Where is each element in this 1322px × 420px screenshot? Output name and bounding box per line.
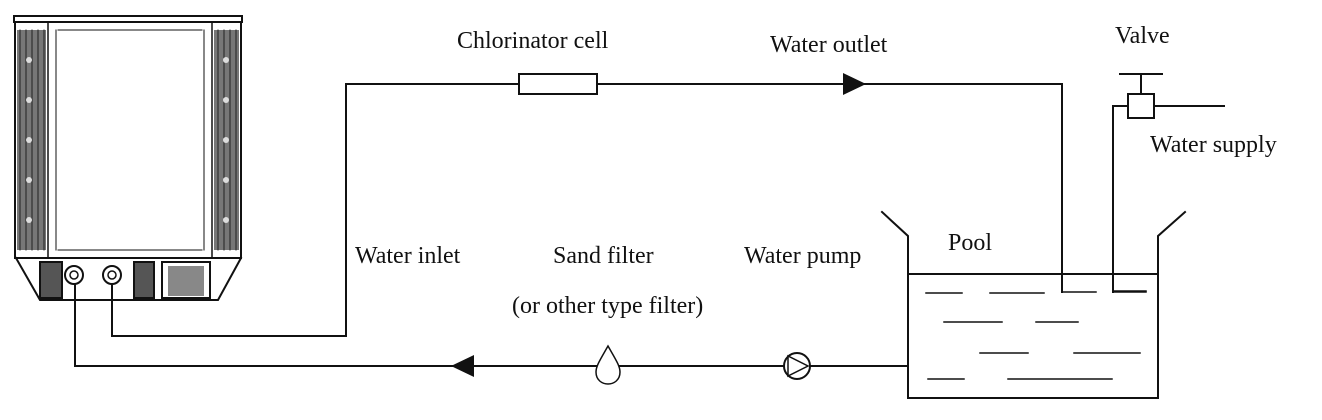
other-filter-label: (or other type filter) xyxy=(512,293,704,319)
heat-pump-unit xyxy=(13,15,243,301)
chlorinator-cell-icon xyxy=(518,73,598,95)
pool-tank-icon xyxy=(880,210,1187,399)
water-inlet-pipe xyxy=(74,283,909,367)
water-inlet-label: Water inlet xyxy=(355,243,461,269)
water-outlet-pipe xyxy=(111,83,1063,337)
water-pump-label: Water pump xyxy=(744,243,862,269)
flow-arrow-right-icon xyxy=(843,73,866,95)
water-pump-icon xyxy=(783,352,811,380)
sand-filter-icon xyxy=(595,344,621,385)
valve-icon xyxy=(1112,73,1225,293)
flow-arrow-left-icon xyxy=(451,355,474,377)
valve-label: Valve xyxy=(1115,23,1170,49)
chlorinator-cell-label: Chlorinator cell xyxy=(457,28,609,54)
water-supply-label: Water supply xyxy=(1150,132,1277,158)
pool-label: Pool xyxy=(948,230,993,256)
sand-filter-label: Sand filter xyxy=(553,243,654,269)
water-outlet-label: Water outlet xyxy=(770,32,888,58)
